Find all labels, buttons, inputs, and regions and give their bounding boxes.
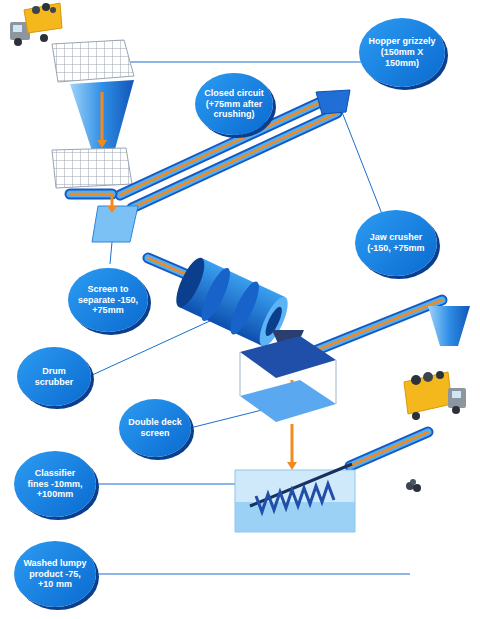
callout-bubble: Hopper grizzely (150mm X 150mm): [359, 18, 445, 87]
product-truck: [404, 371, 466, 420]
callout-text: Hopper grizzely (150mm X 150mm): [368, 36, 436, 68]
dump-truck: [10, 3, 62, 46]
callout-bubble: Classifier fines -10mm, +100mm: [14, 451, 96, 517]
callout-text: Screen to separate -150, +75mm: [77, 284, 139, 316]
callout-text: Jaw crusher (-150, +75mm: [364, 232, 428, 254]
callout-text: Closed circuit (+75mm after crushing): [204, 88, 264, 120]
callout-bubble: Screen to separate -150, +75mm: [68, 268, 148, 332]
callout-text: Washed lumpy product -75, +10 mm: [23, 558, 87, 590]
callout-text: Drum scrubber: [26, 366, 82, 388]
classifier: [235, 464, 355, 532]
callout-text: Double deck screen: [128, 417, 182, 439]
product-hopper: [428, 306, 470, 346]
double-deck-screen: [240, 330, 336, 422]
callout-bubble: Washed lumpy product -75, +10 mm: [14, 541, 96, 607]
lower-grid: [52, 148, 132, 188]
fines-pile: [406, 479, 421, 492]
jaw-crusher: [316, 90, 350, 114]
callout-bubble: Closed circuit (+75mm after crushing): [195, 73, 273, 135]
grizzly-grid: [52, 40, 134, 82]
callout-bubble: Drum scrubber: [17, 347, 91, 406]
callout-bubble: Double deck screen: [119, 399, 191, 457]
callout-text: Classifier fines -10mm, +100mm: [23, 468, 87, 500]
callout-bubble: Jaw crusher (-150, +75mm: [355, 210, 437, 276]
screen: [92, 206, 138, 242]
